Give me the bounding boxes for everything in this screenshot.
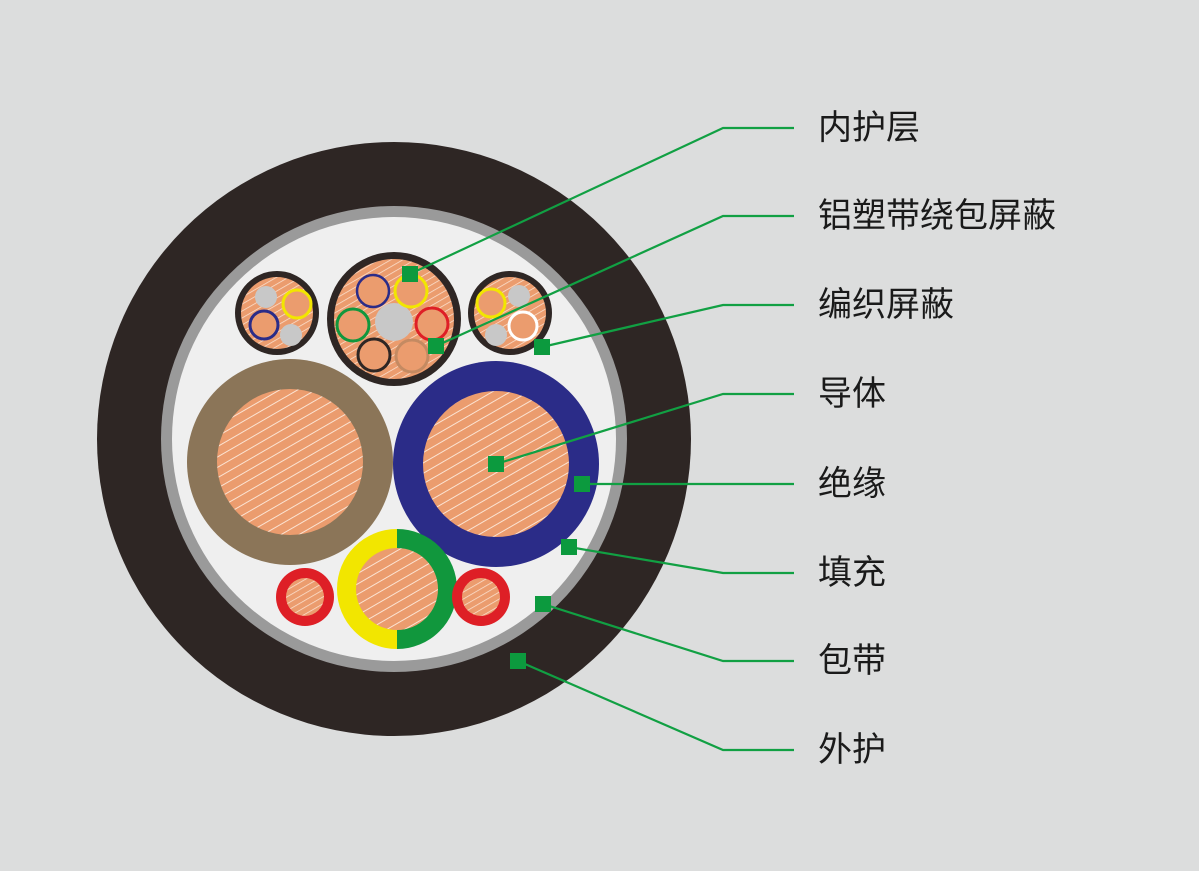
leader-line-filler [568,545,794,575]
red-core-left [276,568,334,626]
control-cable-center [327,252,461,386]
red-core-right [452,568,510,626]
marker-conductor [488,456,504,472]
marker-inner-sheath [402,266,418,282]
marker-insulation [574,476,590,492]
marker-filler [561,539,577,555]
signal-cable-left [235,271,319,355]
label-inner-sheath: 内护层 [818,108,920,148]
leader-line-al-plastic-shield [435,214,794,348]
leader-line-outer-sheath [517,659,794,752]
label-filler: 填充 [818,553,886,593]
label-braid-shield: 编织屏蔽 [818,285,954,325]
label-insulation: 绝缘 [818,464,886,504]
power-core-brown [187,359,393,565]
earth-core [337,529,457,649]
marker-braid-shield [534,339,550,355]
leader-line-tape [542,602,794,663]
marker-tape [535,596,551,612]
label-tape: 包带 [818,641,886,681]
leader-line-braid-shield [541,303,794,349]
marker-al-plastic-shield [428,338,444,354]
label-conductor: 导体 [818,374,886,414]
label-outer-sheath: 外护 [818,730,886,770]
marker-outer-sheath [510,653,526,669]
label-al-plastic-shield: 铝塑带绕包屏蔽 [818,196,1056,236]
leader-line-inner-sheath [409,126,794,275]
leader-line-conductor [495,392,794,466]
